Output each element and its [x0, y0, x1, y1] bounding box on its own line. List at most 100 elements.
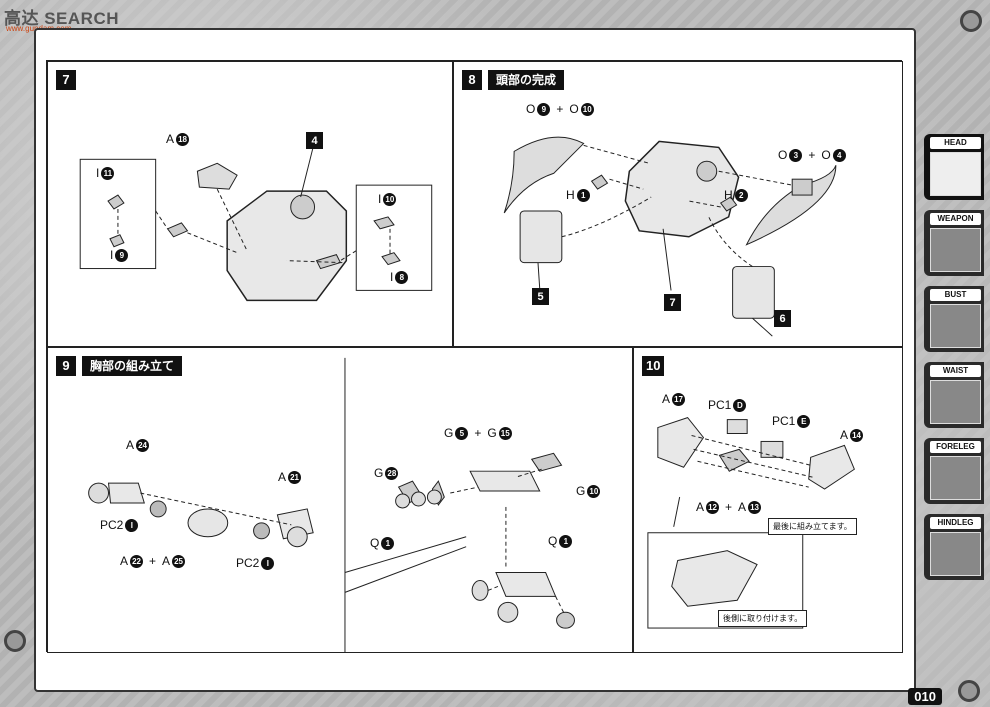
- sub-assembly-badge: 7: [664, 294, 681, 311]
- part-number-badge: 9: [115, 248, 129, 262]
- hindleg-thumbnail-icon: [930, 532, 981, 576]
- tab-weapon[interactable]: WEAPON: [924, 210, 984, 276]
- part-letter: H: [566, 188, 575, 202]
- part-letter: A: [166, 132, 175, 146]
- step-9-panel: 9 胸部の組み立て: [47, 347, 633, 653]
- part-number-badge: 5: [455, 426, 469, 440]
- part-letter: O: [526, 102, 536, 116]
- part-letter: A: [126, 438, 135, 452]
- part-letter: PC1: [772, 414, 796, 428]
- corner-bolt-icon: [4, 630, 26, 652]
- foreleg-thumbnail-icon: [930, 456, 981, 500]
- label-part-6: 6: [774, 310, 791, 327]
- part-number-badge: I: [261, 556, 275, 570]
- sub-assembly-badge: 5: [532, 288, 549, 305]
- tab-hindleg[interactable]: HINDLEG: [924, 514, 984, 580]
- part-number-badge: 15: [498, 426, 512, 440]
- part-letter: A: [120, 554, 129, 568]
- bust-thumbnail-icon: [930, 304, 981, 348]
- part-number-badge: 13: [748, 500, 762, 514]
- part-letter: I: [96, 166, 100, 180]
- weapon-thumbnail-icon: [930, 228, 981, 272]
- tab-label: FORELEG: [930, 441, 981, 453]
- step-number: 9: [56, 356, 76, 376]
- part-number-badge: 25: [172, 554, 186, 568]
- tab-label: WEAPON: [930, 213, 981, 225]
- sub-assembly-badge: 6: [774, 310, 791, 327]
- part-number-badge: 3: [789, 148, 803, 162]
- plus-sign: +: [808, 148, 816, 162]
- head-thumbnail-icon: [930, 152, 981, 196]
- plus-sign: +: [149, 554, 157, 568]
- tab-label: BUST: [930, 289, 981, 301]
- part-letter: G: [444, 426, 454, 440]
- part-letter: PC1: [708, 398, 732, 412]
- part-letter: I: [110, 248, 114, 262]
- step-number: 8: [462, 70, 482, 90]
- part-letter: A: [162, 554, 171, 568]
- part-letter: G: [487, 426, 497, 440]
- part-number-badge: 8: [395, 270, 409, 284]
- step-number: 10: [642, 356, 665, 376]
- sub-assembly-badge: 4: [306, 132, 323, 149]
- part-number-badge: 21: [288, 470, 302, 484]
- corner-bolt-icon: [960, 10, 982, 32]
- part-number-badge: 1: [559, 534, 573, 548]
- tab-bust[interactable]: BUST: [924, 286, 984, 352]
- part-number-badge: 10: [587, 484, 601, 498]
- label-part-7: 7: [664, 294, 681, 311]
- part-letter: A: [738, 500, 747, 514]
- part-number-badge: 4: [832, 148, 846, 162]
- part-number-badge: 10: [383, 192, 397, 206]
- tab-label: HINDLEG: [930, 517, 981, 529]
- part-number-badge: 24: [136, 438, 150, 452]
- corner-bolt-icon: [958, 680, 980, 702]
- part-letter: PC2: [236, 556, 260, 570]
- step-7-diagram: [79, 141, 433, 302]
- part-letter: H: [724, 188, 733, 202]
- part-number-badge: 1: [381, 536, 395, 550]
- plus-sign: +: [725, 500, 733, 514]
- part-number-badge: 14: [850, 428, 864, 442]
- note-attach-rear: 後側に取り付けます。: [718, 610, 808, 627]
- part-number-badge: 18: [176, 132, 190, 146]
- part-number-badge: 2: [734, 188, 748, 202]
- part-number-badge: 22: [130, 554, 144, 568]
- step-number: 7: [56, 70, 76, 90]
- tab-foreleg[interactable]: FORELEG: [924, 438, 984, 504]
- step-8-diagram: [503, 136, 837, 337]
- tab-head[interactable]: HEAD: [924, 134, 984, 200]
- page-number: 010: [908, 688, 942, 705]
- part-number-badge: 1: [576, 188, 590, 202]
- part-letter: A: [278, 470, 287, 484]
- waist-thumbnail-icon: [930, 380, 981, 424]
- part-letter: Q: [370, 536, 380, 550]
- part-number-badge: I: [125, 518, 139, 532]
- label-part-4: 4: [306, 132, 323, 149]
- step-9-diagram: [88, 357, 575, 652]
- part-letter: O: [821, 148, 831, 162]
- tab-waist[interactable]: WAIST: [924, 362, 984, 428]
- part-number-badge: 10: [580, 102, 594, 116]
- part-number-badge: 17: [672, 392, 686, 406]
- plus-sign: +: [556, 102, 564, 116]
- site-logo: 高达 SEARCH: [4, 9, 120, 28]
- part-letter: A: [662, 392, 671, 406]
- part-number-badge: 9: [537, 102, 551, 116]
